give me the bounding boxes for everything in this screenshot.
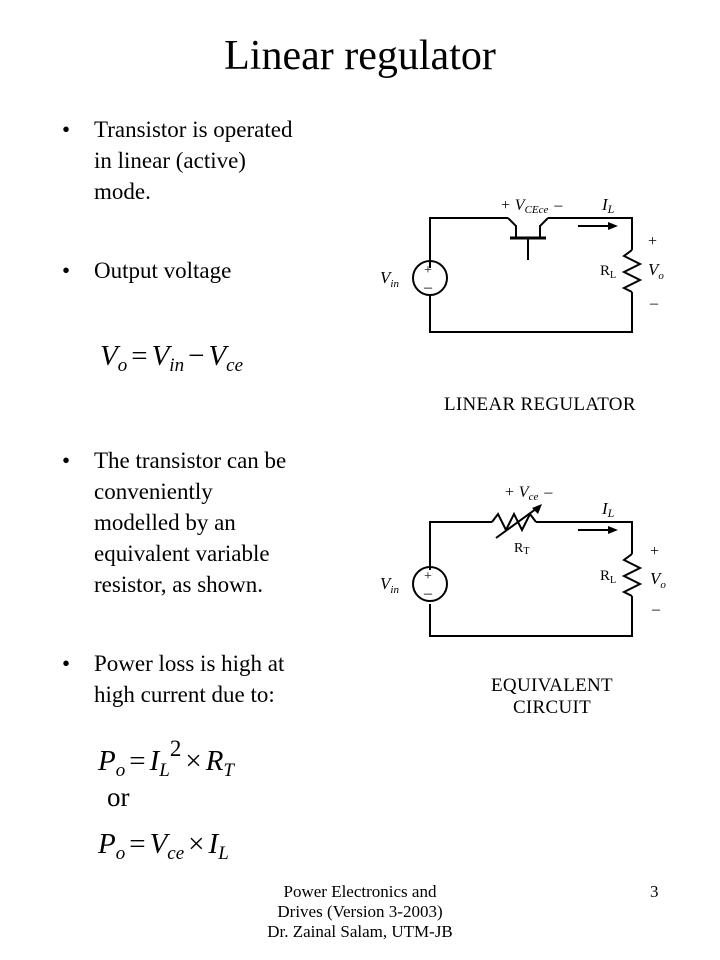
eq-superscript: 2	[169, 736, 182, 761]
vin-label: Vin	[380, 268, 399, 290]
source-plus: +	[424, 263, 432, 278]
eq-operator: −	[188, 340, 205, 372]
bullet-line: conveniently	[94, 479, 213, 504]
vo-plus: +	[650, 543, 659, 560]
eq-symbol: I	[149, 745, 160, 777]
bullet-dot: •	[62, 448, 71, 473]
bullet-line: in linear (active)	[94, 148, 246, 173]
voltage-source	[412, 566, 448, 602]
variable-resistor	[491, 511, 537, 533]
source-minus: –	[423, 279, 433, 296]
eq-symbol: V	[151, 340, 170, 372]
equivalent-circuit-schematic: + – + Vce– RT IL Vin RL + Vo –	[380, 484, 666, 637]
eq-subscript: T	[223, 760, 234, 781]
bullet-dot: •	[62, 651, 71, 676]
vo-minus: –	[649, 295, 659, 312]
il-label: IL	[601, 195, 615, 216]
caption-line: EQUIVALENT	[491, 675, 613, 696]
load-resistor	[621, 553, 643, 597]
vo-minus: –	[651, 601, 661, 618]
eq-subscript: o	[115, 843, 126, 864]
vo-label: Vo	[650, 569, 666, 591]
footer-line: Drives (Version 3-2003)	[277, 902, 443, 921]
wire	[536, 521, 633, 554]
slide-title: Linear regulator	[224, 33, 496, 79]
linear-regulator-caption: LINEAR REGULATOR	[444, 394, 636, 415]
wire	[429, 217, 508, 268]
current-arrow-head	[608, 526, 618, 534]
page-number: 3	[650, 882, 659, 901]
eq-symbol: V	[100, 340, 118, 372]
bullet-line: modelled by an	[94, 510, 236, 535]
current-arrow-head	[608, 222, 618, 230]
wire	[429, 292, 633, 333]
vo-label: Vo	[648, 260, 664, 282]
eq-subscript: ce	[167, 843, 185, 864]
bullet-dot: •	[62, 258, 71, 283]
linear-regulator-schematic: + – + VCEce– IL Vin RL + Vo –	[380, 195, 664, 333]
bullet-line: equivalent variable	[94, 541, 270, 566]
bullet-dot: •	[62, 117, 71, 142]
eq-subscript: in	[169, 355, 185, 376]
il-label: IL	[601, 499, 615, 520]
bullet-line: Power loss is high at	[94, 651, 285, 676]
variable-resistor-arrow	[495, 505, 541, 539]
eq-symbol: P	[98, 828, 116, 860]
transistor-collector-lead	[539, 217, 549, 238]
footer-credit: Power Electronics and Drives (Version 3-…	[230, 882, 490, 942]
bullet-line: Output voltage	[94, 258, 232, 283]
equation-output-voltage: Vo=Vin−Vce	[100, 340, 243, 377]
vce-label: + VCEce–	[500, 197, 563, 216]
eq-subscript: L	[159, 760, 170, 781]
eq-operator: =	[129, 745, 146, 777]
equation-power-loss-current: Po=IL2×RT	[98, 736, 234, 782]
load-resistor	[621, 249, 643, 293]
equation-power-loss-voltage: Po=Vce×IL	[98, 828, 229, 865]
eq-symbol: V	[208, 340, 227, 372]
wire	[429, 521, 492, 570]
bullet-line: mode.	[94, 179, 151, 204]
bullet-line: The transistor can be	[94, 448, 287, 473]
equivalent-circuit-caption: EQUIVALENT CIRCUIT	[482, 675, 622, 719]
footer-line: Dr. Zainal Salam, UTM-JB	[267, 922, 453, 941]
wire	[429, 596, 633, 637]
variable-resistor-arrow-head	[532, 504, 542, 514]
bullet-line: high current due to:	[94, 682, 275, 707]
eq-symbol: V	[149, 828, 168, 860]
source-plus: +	[424, 569, 432, 584]
source-minus: –	[423, 585, 433, 602]
bullet-line: resistor, as shown.	[94, 572, 264, 597]
eq-subscript: o	[117, 355, 128, 376]
vce-label: + Vce–	[504, 484, 553, 503]
rl-label: RL	[600, 263, 616, 281]
vin-label: Vin	[380, 574, 399, 596]
bullet-line: Transistor is operated	[94, 117, 293, 142]
eq-subscript: ce	[226, 355, 244, 376]
eq-symbol: P	[98, 745, 116, 777]
eq-operator: ×	[185, 745, 202, 777]
eq-operator: =	[131, 340, 148, 372]
eq-subscript: o	[115, 760, 126, 781]
eq-symbol: I	[208, 828, 219, 860]
caption-line: CIRCUIT	[512, 697, 592, 718]
eq-operator: ×	[188, 828, 205, 860]
or-connector: or	[107, 782, 130, 812]
transistor-emitter-lead	[507, 217, 517, 238]
eq-symbol: R	[205, 745, 224, 777]
vo-plus: +	[648, 233, 657, 250]
eq-operator: =	[129, 828, 146, 860]
rl-label: RL	[600, 568, 616, 586]
wire	[548, 217, 633, 250]
eq-subscript: L	[218, 843, 229, 864]
footer-line: Power Electronics and	[283, 882, 437, 901]
rt-label: RT	[514, 541, 529, 557]
